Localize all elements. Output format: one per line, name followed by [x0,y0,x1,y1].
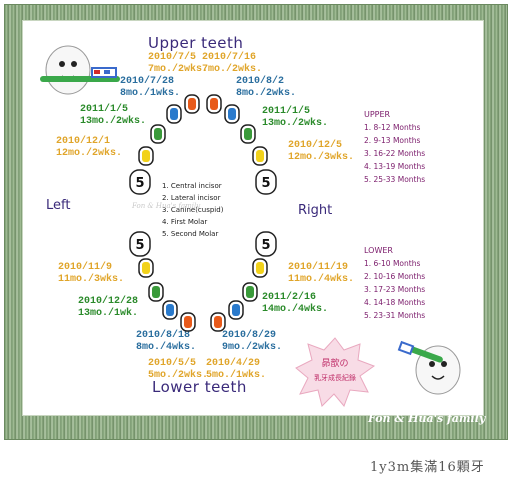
photo-caption: 1y3m集滿16顆牙 [370,460,485,475]
second-molar-tooth: 5 [129,169,151,195]
tooth [138,258,154,278]
family-signature: Fon & Hua's family [368,412,486,425]
upper-teeth-title: Upper teeth [148,34,244,52]
upper-eruption-date: 2010/8/2 8mo./2wks. [236,76,297,99]
tooth [252,258,268,278]
legend-item: 1. Central incisor [162,182,222,190]
upper-eruption-date: 2011/1/5 13mo./2wks. [262,106,329,129]
upper-eruption-date: 2010/12/5 12mo./3wks. [288,140,355,163]
lower-month-item: 1. 6-10 Months [364,259,421,268]
molar-number-label: 5 [261,238,270,253]
molar-number-label: 5 [261,176,270,191]
lower-eruption-date: 2011/2/16 14mo./4wks. [262,292,329,315]
second-molar-tooth: 5 [255,231,277,257]
tooth [242,282,258,302]
right-label: Right [298,203,333,218]
watermark-text: Fon & Hua's family [132,202,201,210]
tooth [150,124,166,144]
upper-month-item: 1. 8-12 Months [364,123,421,132]
lower-month-item: 2. 10-16 Months [364,272,426,281]
teeth-chart: 5 5 5 5 [129,94,277,332]
legend-item: 4. First Molar [162,218,208,226]
tooth [148,282,164,302]
growth-record-stamp: 昴歆の 乳牙成長紀錄 [295,337,376,407]
lower-eruption-date: 2010/11/19 11mo./4wks. [288,262,355,285]
tooth [180,312,196,332]
lower-month-item: 4. 14-18 Months [364,298,426,307]
upper-month-item: 5. 25-33 Months [364,175,426,184]
lower-eruption-date: 2010/4/29 5mo./1wks. [206,358,267,381]
tooth [240,124,256,144]
left-label: Left [46,198,71,213]
legend-item: 3. Canine(cuspid) [162,206,224,214]
lower-month-item: 5. 23-31 Months [364,311,426,320]
tooth [162,300,178,320]
upper-month-item: 4. 13-19 Months [364,162,426,171]
molar-number-label: 5 [135,238,144,253]
tooth [138,146,154,166]
lower-eruption-date: 2010/5/5 5mo./2wks. [148,358,209,381]
second-molar-tooth: 5 [129,231,151,257]
tooth [228,300,244,320]
lower-months-heading: LOWER [364,246,393,255]
lower-teeth-title: Lower teeth [152,378,247,396]
lower-eruption-date: 2010/12/28 13mo./1wk. [78,296,139,319]
tooth-type-legend: 1. Central incisor 2. Lateral incisor 3.… [162,180,223,240]
molar-number-label: 5 [135,176,144,191]
upper-months-heading: UPPER [364,110,391,119]
second-molar-tooth: 5 [255,169,277,195]
tooth [206,94,222,114]
legend-item: 5. Second Molar [162,230,219,238]
tooth [210,312,226,332]
tooth [184,94,200,114]
stamp-line2: 乳牙成長紀錄 [314,373,356,382]
upper-eruption-date: 2010/7/5 7mo./2wks. [148,52,209,75]
lower-month-item: 3. 17-23 Months [364,285,426,294]
upper-eruption-date: 2010/12/1 12mo./2wks. [56,136,123,159]
tooth [166,104,182,124]
tooth-mascot-brushing-top [40,45,120,95]
legend-item: 2. Lateral incisor [162,194,221,202]
upper-eruption-date: 2010/7/16 7mo./2wks. [202,52,263,75]
lower-eruption-months: LOWER 1. 6-10 Months 2. 10-16 Months 3. … [364,246,425,322]
tooth [252,146,268,166]
upper-eruption-date: 2010/7/28 8mo./1wks. [120,76,181,99]
upper-month-item: 2. 9-13 Months [364,136,421,145]
tooth [224,104,240,124]
stamp-line1: 昴歆の [321,357,348,369]
upper-month-item: 3. 16-22 Months [364,149,426,158]
upper-eruption-months: UPPER 1. 8-12 Months 2. 9-13 Months 3. 1… [364,110,425,186]
lower-eruption-date: 2010/8/18 8mo./4wks. [136,330,197,353]
lower-eruption-date: 2010/8/29 9mo./2wks. [222,330,283,353]
tooth-mascot-brushing-bottom [397,340,461,395]
upper-eruption-date: 2011/1/5 13mo./2wks. [80,104,147,127]
lower-eruption-date: 2010/11/9 11mo./3wks. [58,262,125,285]
